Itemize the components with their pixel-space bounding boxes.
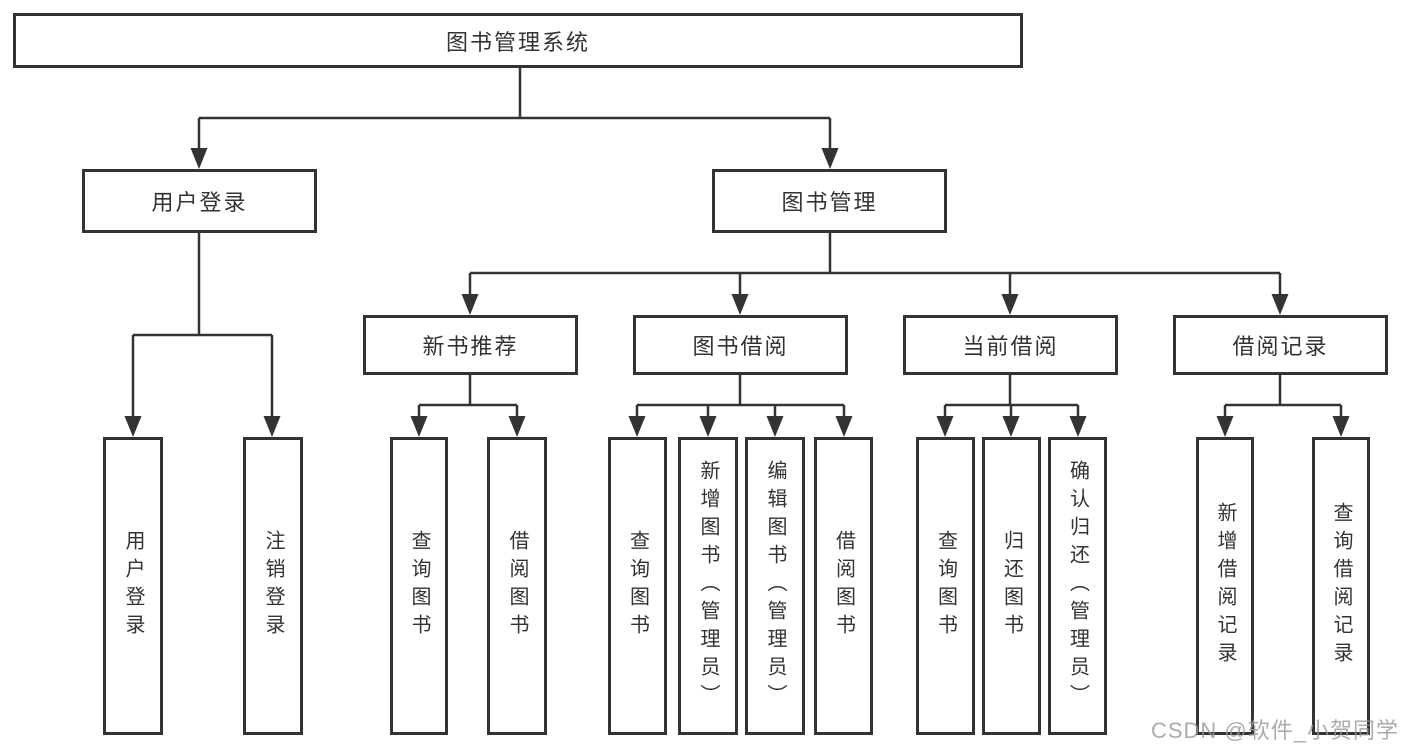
leaf-label: 归还图书	[1000, 530, 1023, 642]
leaf-label: 确认归还（管理员）	[1066, 460, 1089, 712]
node-leaf-edit-books-admin: 编辑图书（管理员）	[745, 437, 805, 735]
leaf-label: 查询图书	[408, 530, 430, 642]
leaf-label: 借阅图书	[832, 530, 855, 642]
node-user-login: 用户登录	[82, 169, 317, 233]
leaf-label: 新增图书（管理员）	[697, 460, 719, 712]
node-leaf-logout: 注销登录	[243, 437, 303, 735]
node-leaf-add-borrow-record: 新增借阅记录	[1196, 437, 1254, 735]
node-leaf-borrow-books-2: 借阅图书	[814, 437, 873, 735]
node-current-borrowing: 当前借阅	[903, 315, 1118, 375]
node-leaf-confirm-return-admin: 确认归还（管理员）	[1048, 437, 1107, 735]
node-leaf-user-login: 用户登录	[103, 437, 163, 735]
leaf-label: 查询图书	[626, 530, 649, 642]
node-leaf-return-books: 归还图书	[982, 437, 1041, 735]
node-leaf-query-books-1: 查询图书	[390, 437, 448, 735]
leaf-label: 借阅图书	[506, 530, 528, 642]
leaf-label: 编辑图书（管理员）	[764, 460, 786, 712]
node-leaf-query-borrow-record: 查询借阅记录	[1312, 437, 1370, 735]
node-library-management-system: 图书管理系统	[13, 13, 1023, 68]
node-book-borrowing: 图书借阅	[633, 315, 848, 375]
node-leaf-borrow-books-1: 借阅图书	[487, 437, 547, 735]
node-leaf-add-books-admin: 新增图书（管理员）	[678, 437, 738, 735]
node-leaf-query-books-2: 查询图书	[608, 437, 667, 735]
node-leaf-query-books-3: 查询图书	[916, 437, 975, 735]
leaf-label: 新增借阅记录	[1214, 502, 1236, 670]
leaf-label: 注销登录	[262, 530, 284, 642]
node-book-management: 图书管理	[712, 169, 947, 233]
leaf-label: 查询借阅记录	[1330, 502, 1352, 670]
node-new-book-recommendation: 新书推荐	[363, 315, 578, 375]
leaf-label: 查询图书	[934, 530, 957, 642]
node-borrowing-records: 借阅记录	[1173, 315, 1388, 375]
leaf-label: 用户登录	[122, 530, 144, 642]
